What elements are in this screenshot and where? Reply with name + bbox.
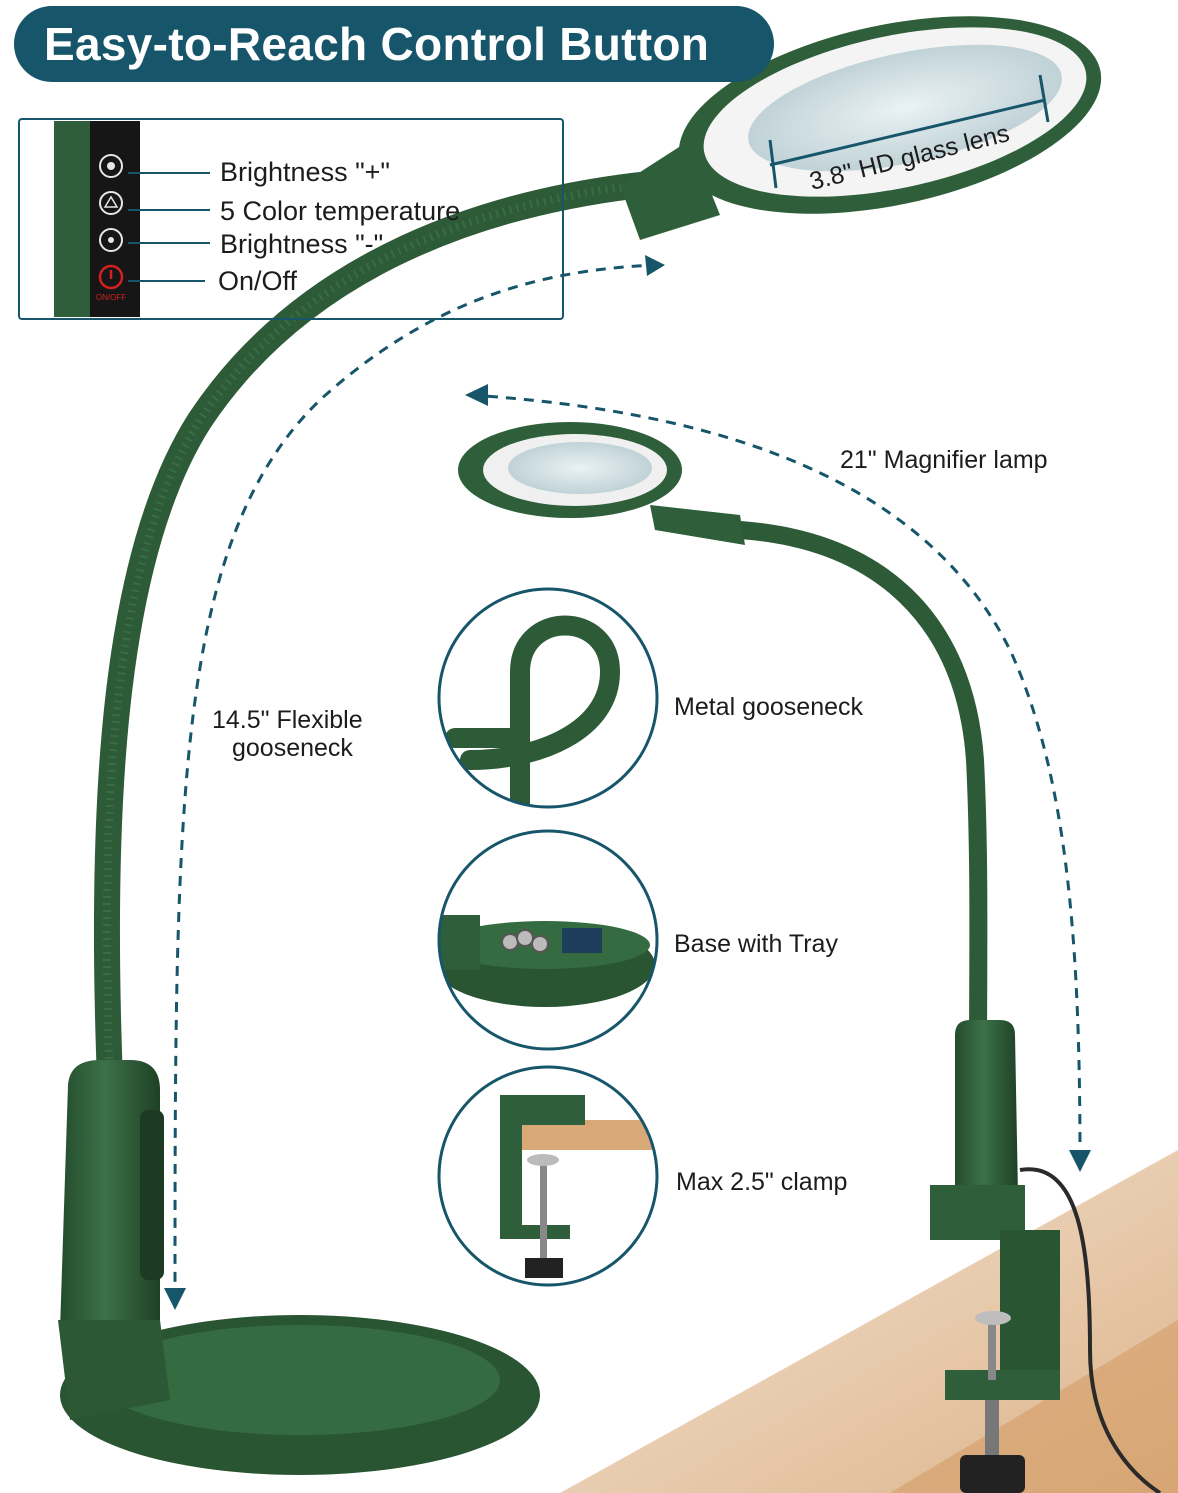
brightness-plus-icon <box>99 154 123 178</box>
brightness-minus-icon <box>99 228 123 252</box>
lamp-height-dashed-arrow <box>469 393 1082 1161</box>
control-label-color-temperature: 5 Color temperature <box>220 196 461 226</box>
left-lamp-base <box>58 1060 540 1475</box>
gooseneck-dashed-arrow <box>173 263 656 1301</box>
feature-label-max-clamp: Max 2.5" clamp <box>676 1168 848 1196</box>
lens-measure-line <box>769 98 1046 167</box>
feature-circle-gooseneck <box>437 587 659 809</box>
control-label-on-off: On/Off <box>218 266 298 296</box>
feature-circle-clamp <box>437 1065 659 1287</box>
power-cord <box>1019 1167 1162 1493</box>
feature-label-base-with-tray: Base with Tray <box>674 930 838 958</box>
control-button-callout <box>18 118 564 320</box>
control-strip: ON/OFF <box>54 121 140 317</box>
feature-circle-base <box>437 829 659 1051</box>
gooseneck-length-label-line2: gooseneck <box>232 734 353 762</box>
left-magnifier-head <box>620 16 1102 240</box>
right-lamp <box>458 422 1162 1493</box>
power-caption: ON/OFF <box>96 293 126 302</box>
gooseneck-length-label-line1: 14.5" Flexible <box>212 706 363 734</box>
control-label-brightness-plus: Brightness "+" <box>220 157 391 187</box>
feature-label-metal-gooseneck: Metal gooseneck <box>674 693 864 721</box>
page-title: Easy-to-Reach Control Button <box>14 6 774 82</box>
control-label-brightness-minus: Brightness "-" <box>220 229 384 259</box>
power-icon <box>98 264 124 290</box>
desk-edge <box>890 1320 1178 1493</box>
lamp-height-label: 21" Magnifier lamp <box>840 446 1048 474</box>
color-temperature-icon <box>99 191 123 215</box>
